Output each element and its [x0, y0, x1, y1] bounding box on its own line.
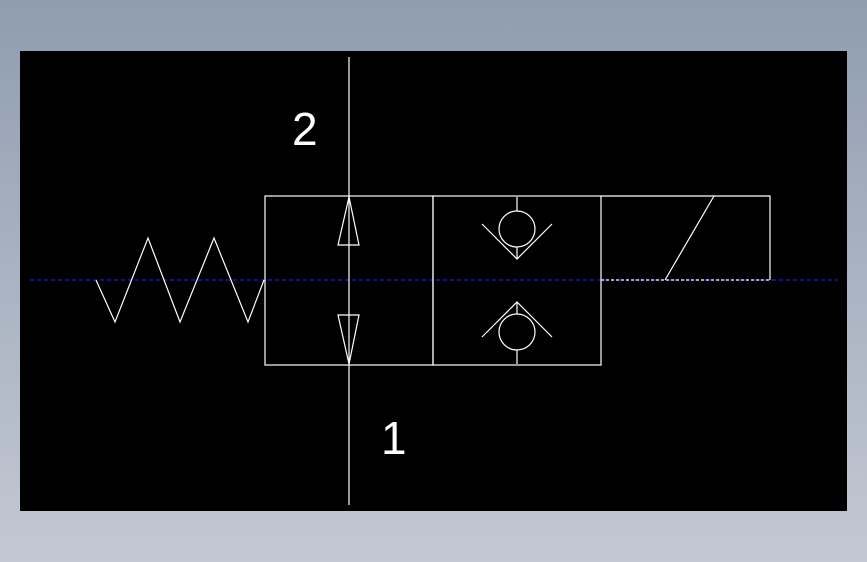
- valve-symbol-drawing: 2 1: [30, 57, 838, 505]
- arrow-up-icon: [337, 196, 360, 246]
- port-2-label: 2: [292, 103, 318, 155]
- solenoid-symbol: [601, 195, 771, 281]
- spring-symbol: [95, 236, 265, 324]
- port-1-label: 1: [381, 412, 407, 464]
- check-valve-upper-icon: [481, 197, 553, 260]
- drawing-viewport[interactable]: 2 1: [20, 51, 847, 511]
- arrow-down-icon: [337, 314, 360, 365]
- check-valve-lower-icon: [481, 301, 553, 364]
